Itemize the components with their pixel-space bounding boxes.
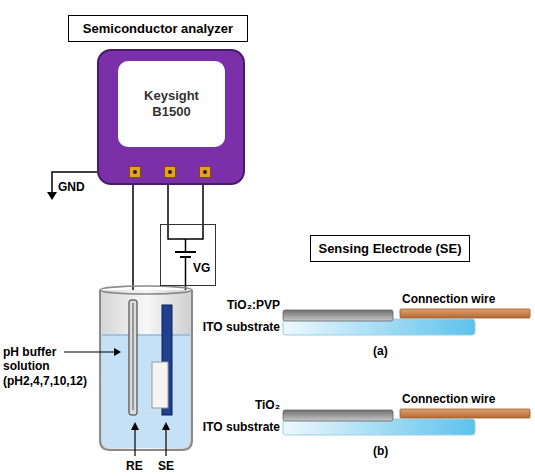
title-box: Semiconductor analyzer [68, 15, 248, 42]
ground-label: GND [58, 180, 85, 194]
terminal-pin [199, 166, 211, 178]
layer-label: ITO substrate [203, 320, 280, 334]
source-lead [185, 257, 187, 285]
liquid-surface [102, 334, 190, 336]
layer-label: TiO₂:PVP [227, 298, 280, 312]
terminal-pin [164, 166, 176, 178]
beaker-rim [100, 286, 192, 294]
tio2-pvp-film [283, 310, 393, 321]
terminal-pin [129, 166, 141, 178]
beaker [100, 290, 192, 450]
device-name: Keysight B1500 [136, 88, 207, 119]
terminal-dot [203, 170, 207, 174]
reference-wire [133, 303, 134, 410]
re-wire [132, 185, 134, 300]
battery-plate [175, 251, 196, 253]
solution-label: pH buffer solution (pH2,4,7,10,12) [3, 345, 97, 388]
source-lead [168, 225, 203, 252]
layer-label: ITO substrate [203, 420, 280, 434]
reference-electrode [129, 300, 137, 415]
voltage-label: VG [193, 261, 210, 275]
wire-connector [167, 185, 169, 224]
panel-label: (a) [373, 344, 388, 358]
device-screen: Keysight B1500 [118, 61, 225, 147]
panel-label: (b) [373, 444, 388, 458]
connection-wire [400, 409, 530, 418]
box-title: Semiconductor analyzer [83, 21, 233, 36]
box-title: Sensing Electrode (SE) [318, 241, 461, 256]
wire-connector [202, 185, 204, 224]
terminal-dot [168, 170, 172, 174]
leader-line [134, 428, 135, 456]
leader-line [64, 351, 116, 352]
leader-arrow [131, 422, 139, 430]
connection-wire [400, 309, 530, 318]
terminal-dot [133, 170, 137, 174]
wire-label: Connection wire [402, 292, 495, 306]
sensing-film [152, 362, 168, 408]
wire-label: Connection wire [402, 392, 495, 406]
electrode-label: SE [158, 459, 174, 473]
voltage-source-symbol [161, 225, 215, 285]
electrode-label: RE [126, 459, 143, 473]
ground-arrow [47, 192, 57, 200]
buffer-liquid [102, 335, 190, 448]
layer-label: TiO₂ [255, 398, 280, 412]
title-box: Sensing Electrode (SE) [310, 235, 470, 262]
gate-source-box: VG [160, 224, 216, 286]
tio2-film [283, 410, 393, 421]
leader-arrow [114, 348, 121, 356]
leader-line [165, 428, 166, 456]
analyzer-device: Keysight B1500 [97, 49, 245, 185]
leader-arrow [162, 422, 170, 430]
